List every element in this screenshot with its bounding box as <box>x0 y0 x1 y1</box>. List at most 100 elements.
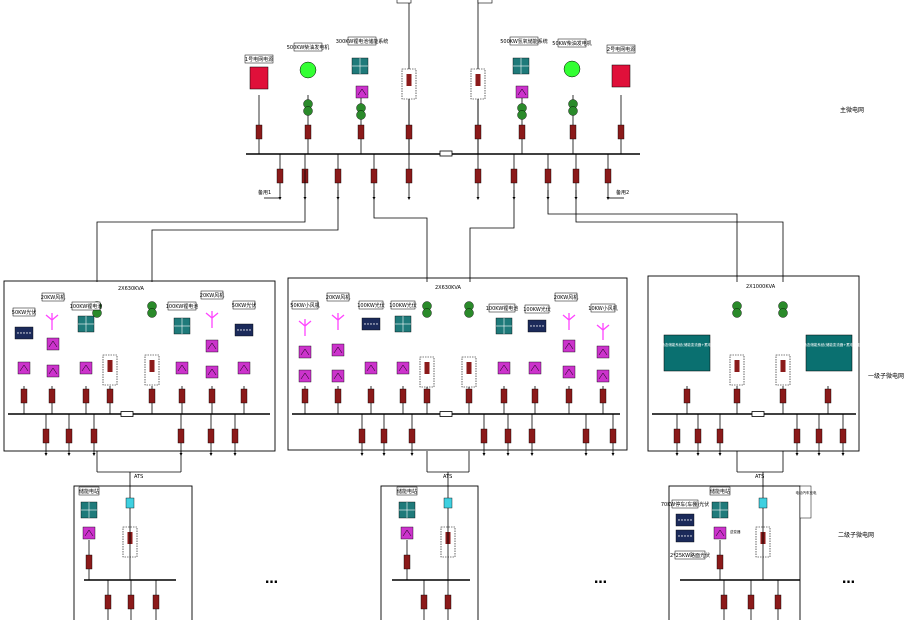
inverter-symbol <box>48 367 58 375</box>
breaker <box>716 554 724 570</box>
breaker <box>106 388 114 404</box>
breaker <box>334 388 342 404</box>
transformer-coil <box>464 308 474 318</box>
tie-lines <box>96 170 784 282</box>
breaker <box>85 554 93 570</box>
inverter-symbol <box>499 364 509 372</box>
inverter-symbol <box>300 372 310 380</box>
breaker <box>599 388 607 404</box>
arrow-head <box>92 453 96 456</box>
label-text: 20KW风机 <box>326 294 350 301</box>
label-box <box>347 36 377 46</box>
inverter-box <box>364 361 378 375</box>
breaker <box>815 428 823 444</box>
label-text: 2*25KW路面光伏 <box>670 552 710 559</box>
label-box <box>674 550 706 560</box>
breaker <box>444 594 452 610</box>
level2-label: 二级子微电网 <box>838 531 874 539</box>
inverter-symbol <box>239 364 249 372</box>
label-text: 储能电站 <box>710 488 730 495</box>
label-box <box>671 499 699 509</box>
breaker <box>423 388 431 404</box>
breaker <box>774 594 782 610</box>
label-box <box>557 38 587 48</box>
top-label-box-1 <box>396 0 412 4</box>
breaker <box>65 428 73 444</box>
breaker <box>152 594 160 610</box>
arrow-head <box>675 453 679 456</box>
transformer-coil <box>147 308 157 318</box>
generator-icon <box>563 60 581 78</box>
label-box <box>606 44 636 54</box>
ats-label: ATS <box>755 474 764 480</box>
label-box <box>554 292 578 302</box>
label-text: 20KW风机 <box>41 294 65 301</box>
arrow-head <box>410 453 414 456</box>
label-box <box>167 301 197 311</box>
backup1-label: 备用1 <box>258 189 271 196</box>
breaker <box>301 388 309 404</box>
arrow-head <box>67 453 71 456</box>
wind-turbine-icon <box>298 319 312 336</box>
inverter-box <box>298 345 312 359</box>
breaker <box>531 388 539 404</box>
inverter-box <box>497 361 511 375</box>
inverter-symbol <box>207 368 217 376</box>
ellipsis-3: … <box>842 572 855 587</box>
inverter-box <box>298 369 312 383</box>
breaker <box>582 428 590 444</box>
grid-source-icon <box>611 64 631 88</box>
label-text: 500KW柴油发电机 <box>287 44 330 51</box>
inverter-box <box>596 369 610 383</box>
wind-turbine-icon <box>331 313 345 330</box>
arrow-head <box>382 453 386 456</box>
label-box <box>524 304 550 314</box>
inverter-box <box>175 361 189 375</box>
storage-system-box <box>805 334 853 372</box>
arrow-head <box>841 453 845 456</box>
breaker <box>148 388 156 404</box>
breaker <box>480 428 488 444</box>
inverter-symbol <box>19 364 29 372</box>
breaker <box>716 428 724 444</box>
inverter-box <box>396 361 410 375</box>
inverter-symbol <box>598 372 608 380</box>
inverter-symbol <box>366 364 376 372</box>
breaker <box>528 428 536 444</box>
breaker <box>518 124 526 140</box>
label-text: 50KW光伏 <box>12 309 36 316</box>
label-text: 50KW柴油发电机 <box>552 40 591 47</box>
inverter-symbol <box>177 364 187 372</box>
breaker <box>48 388 56 404</box>
arrow-head <box>795 453 799 456</box>
breaker <box>609 428 617 444</box>
storage-system-box <box>663 334 711 372</box>
arrow-head <box>278 197 282 200</box>
transformer-coil <box>422 308 432 318</box>
breaker <box>504 428 512 444</box>
arrow-head <box>584 453 588 456</box>
label-box <box>358 300 384 310</box>
breaker <box>231 428 239 444</box>
main-bus-coupler <box>439 150 453 157</box>
inverter-symbol <box>402 529 412 537</box>
breaker <box>177 428 185 444</box>
breaker <box>358 428 366 444</box>
transformer-coil <box>732 308 742 318</box>
breaker <box>380 428 388 444</box>
breaker <box>20 388 28 404</box>
wind-turbine-icon <box>45 313 59 330</box>
arrow-head <box>611 453 615 456</box>
breaker <box>304 124 312 140</box>
arrow-head <box>696 453 700 456</box>
breaker <box>572 168 580 184</box>
label-text: 100KW锂电池 <box>486 305 519 312</box>
label-box <box>488 303 516 313</box>
ev-charging-label: 电动汽车充电 <box>796 490 817 495</box>
breaker <box>367 388 375 404</box>
label-text: 20KW风机 <box>200 292 224 299</box>
wind-turbine-icon <box>205 311 219 328</box>
inverter-box <box>82 526 96 540</box>
